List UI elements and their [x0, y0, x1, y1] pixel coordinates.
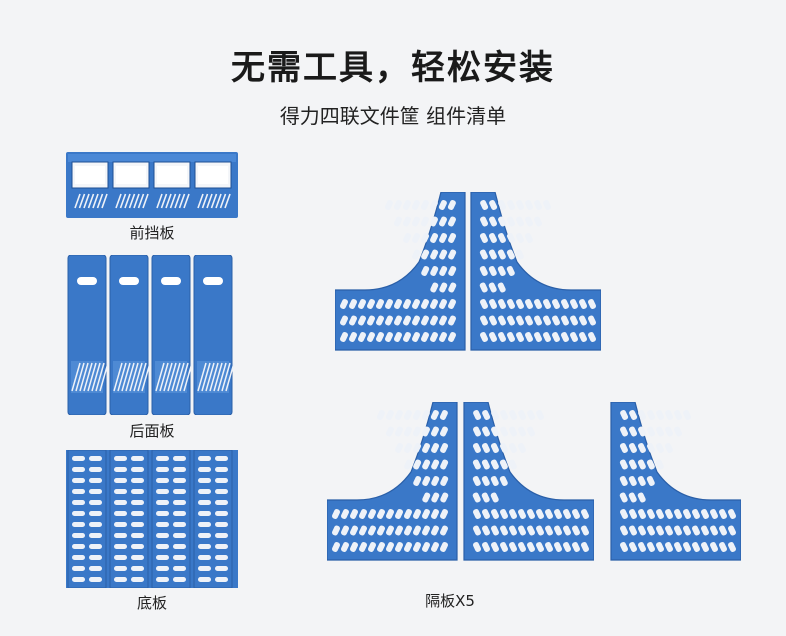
- divider-image-1: [335, 192, 466, 351]
- back-panel-label: 后面板: [129, 422, 175, 440]
- divider-label: 隔板X5: [425, 592, 475, 610]
- bottom-panel-image: [66, 450, 238, 588]
- front-panel-image: [66, 152, 238, 218]
- divider-image-3: [327, 402, 458, 561]
- divider-image-5: [610, 402, 741, 561]
- back-panel-image: [67, 255, 235, 415]
- divider-image-2: [470, 192, 601, 351]
- bottom-panel-label: 底板: [136, 594, 167, 612]
- page-title: 无需工具，轻松安装: [231, 48, 555, 88]
- page-subtitle: 得力四联文件筐 组件清单: [279, 104, 507, 128]
- divider-image-4: [463, 402, 594, 561]
- front-panel-label: 前挡板: [129, 224, 175, 242]
